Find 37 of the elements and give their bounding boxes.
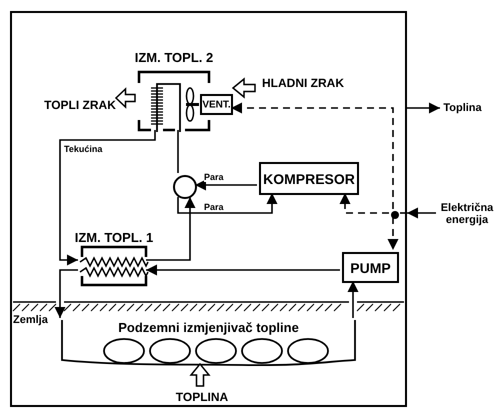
arrow [146, 197, 196, 261]
box-label: VENT. [202, 99, 231, 110]
arrow [54, 269, 78, 318]
hollow-arrow [114, 87, 136, 109]
text-label: Zemlja [13, 314, 48, 326]
process-box [259, 162, 359, 195]
edge-label: Tekućina [64, 144, 102, 154]
arrow [348, 281, 358, 318]
heading-label: IZM. TOPL. 2 [134, 50, 214, 65]
arrow [407, 102, 440, 114]
edge-label: Para [204, 202, 224, 212]
text-label: TOPLI ZRAK [44, 98, 116, 112]
arrow [177, 193, 278, 214]
connector-line [177, 130, 179, 173]
frame-border [10, 11, 407, 407]
text-label: TOPLINA [176, 390, 228, 404]
box-label: KOMPRESOR [263, 170, 355, 186]
valve-symbol [173, 175, 197, 199]
arrow [388, 217, 398, 250]
process-box [200, 94, 233, 115]
hollow-arrow [189, 362, 211, 387]
text-label: HLADNI ZRAK [262, 76, 344, 90]
junction-dot [391, 211, 399, 219]
heading-label: IZM. TOPL. 1 [74, 230, 154, 245]
arrow [146, 264, 340, 276]
hollow-arrow [232, 77, 256, 99]
connector-line [397, 212, 407, 214]
edge-label: Para [204, 172, 224, 182]
arrow [340, 193, 389, 214]
box-label: PUMP [350, 260, 391, 276]
text-label: Električna energija [440, 202, 494, 226]
arrow [407, 208, 436, 218]
arrow [59, 130, 156, 266]
arrow [231, 102, 394, 209]
text-label: Toplina [443, 102, 482, 114]
arrow [195, 180, 257, 190]
process-box [342, 252, 399, 283]
